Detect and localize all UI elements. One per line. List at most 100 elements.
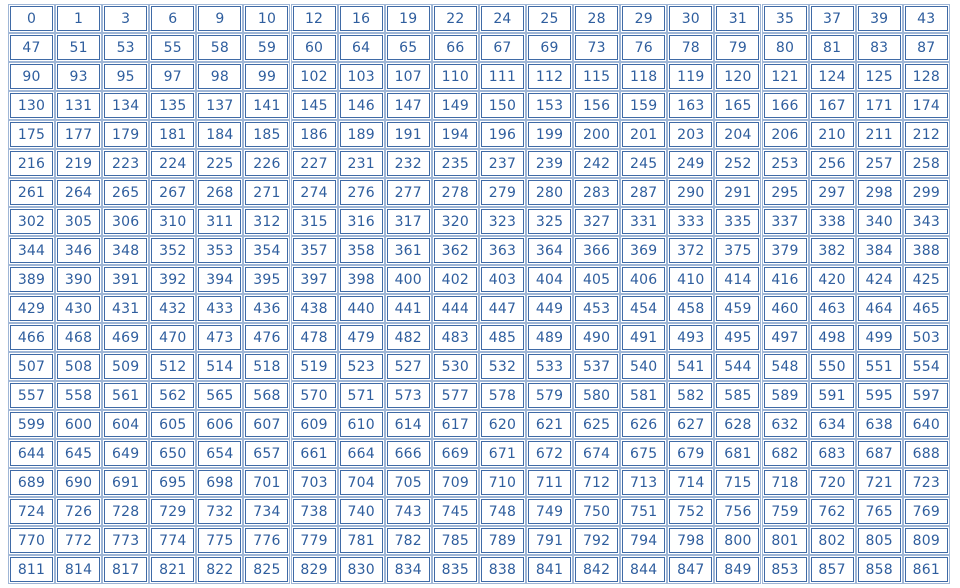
number-cell[interactable]: 9 (196, 4, 244, 33)
number-cell[interactable]: 6 (149, 4, 197, 33)
number-cell[interactable]: 582 (667, 381, 715, 410)
number-cell[interactable]: 841 (526, 555, 574, 584)
number-cell[interactable]: 842 (573, 555, 621, 584)
number-cell[interactable]: 604 (102, 410, 150, 439)
number-cell[interactable]: 718 (761, 468, 809, 497)
number-cell[interactable]: 762 (808, 497, 856, 526)
number-cell[interactable]: 654 (196, 439, 244, 468)
number-cell[interactable]: 782 (384, 526, 432, 555)
number-cell[interactable]: 690 (55, 468, 103, 497)
number-cell[interactable]: 578 (478, 381, 526, 410)
number-cell[interactable]: 441 (384, 294, 432, 323)
number-cell[interactable]: 102 (290, 62, 338, 91)
number-cell[interactable]: 191 (384, 120, 432, 149)
number-cell[interactable]: 311 (196, 207, 244, 236)
number-cell[interactable]: 87 (902, 33, 950, 62)
number-cell[interactable]: 698 (196, 468, 244, 497)
number-cell[interactable]: 597 (902, 381, 950, 410)
number-cell[interactable]: 145 (290, 91, 338, 120)
number-cell[interactable]: 581 (620, 381, 668, 410)
number-cell[interactable]: 107 (384, 62, 432, 91)
number-cell[interactable]: 464 (855, 294, 903, 323)
number-cell[interactable]: 687 (855, 439, 903, 468)
number-cell[interactable]: 212 (902, 120, 950, 149)
number-cell[interactable]: 216 (8, 149, 55, 178)
number-cell[interactable]: 458 (667, 294, 715, 323)
number-cell[interactable]: 424 (855, 265, 903, 294)
number-cell[interactable]: 679 (667, 439, 715, 468)
number-cell[interactable]: 141 (243, 91, 291, 120)
number-cell[interactable]: 460 (761, 294, 809, 323)
number-cell[interactable]: 256 (808, 149, 856, 178)
number-cell[interactable]: 333 (667, 207, 715, 236)
number-cell[interactable]: 98 (196, 62, 244, 91)
number-cell[interactable]: 671 (478, 439, 526, 468)
number-cell[interactable]: 499 (855, 323, 903, 352)
number-cell[interactable]: 440 (337, 294, 385, 323)
number-cell[interactable]: 649 (102, 439, 150, 468)
number-cell[interactable]: 650 (149, 439, 197, 468)
number-cell[interactable]: 382 (808, 236, 856, 265)
number-cell[interactable]: 392 (149, 265, 197, 294)
number-cell[interactable]: 403 (478, 265, 526, 294)
number-cell[interactable]: 765 (855, 497, 903, 526)
number-cell[interactable]: 237 (478, 149, 526, 178)
number-cell[interactable]: 473 (196, 323, 244, 352)
number-cell[interactable]: 276 (337, 178, 385, 207)
number-cell[interactable]: 317 (384, 207, 432, 236)
number-cell[interactable]: 37 (808, 4, 856, 33)
number-cell[interactable]: 310 (149, 207, 197, 236)
number-cell[interactable]: 47 (8, 33, 55, 62)
number-cell[interactable]: 149 (431, 91, 479, 120)
number-cell[interactable]: 112 (526, 62, 574, 91)
number-cell[interactable]: 425 (902, 265, 950, 294)
number-cell[interactable]: 146 (337, 91, 385, 120)
number-cell[interactable]: 110 (431, 62, 479, 91)
number-cell[interactable]: 519 (290, 352, 338, 381)
number-cell[interactable]: 384 (855, 236, 903, 265)
number-cell[interactable]: 548 (761, 352, 809, 381)
number-cell[interactable]: 745 (431, 497, 479, 526)
number-cell[interactable]: 628 (714, 410, 762, 439)
number-cell[interactable]: 181 (149, 120, 197, 149)
number-cell[interactable]: 95 (102, 62, 150, 91)
number-cell[interactable]: 789 (478, 526, 526, 555)
number-cell[interactable]: 478 (290, 323, 338, 352)
number-cell[interactable]: 395 (243, 265, 291, 294)
number-cell[interactable]: 682 (761, 439, 809, 468)
number-cell[interactable]: 729 (149, 497, 197, 526)
number-cell[interactable]: 271 (243, 178, 291, 207)
number-cell[interactable]: 194 (431, 120, 479, 149)
number-cell[interactable]: 278 (431, 178, 479, 207)
number-cell[interactable]: 834 (384, 555, 432, 584)
number-cell[interactable]: 189 (337, 120, 385, 149)
number-cell[interactable]: 491 (620, 323, 668, 352)
number-cell[interactable]: 206 (761, 120, 809, 149)
number-cell[interactable]: 291 (714, 178, 762, 207)
number-cell[interactable]: 507 (8, 352, 55, 381)
number-cell[interactable]: 167 (808, 91, 856, 120)
number-cell[interactable]: 644 (8, 439, 55, 468)
number-cell[interactable]: 119 (667, 62, 715, 91)
number-cell[interactable]: 681 (714, 439, 762, 468)
number-cell[interactable]: 231 (337, 149, 385, 178)
number-cell[interactable]: 835 (431, 555, 479, 584)
number-cell[interactable]: 253 (761, 149, 809, 178)
number-cell[interactable]: 752 (667, 497, 715, 526)
number-cell[interactable]: 10 (243, 4, 291, 33)
number-cell[interactable]: 58 (196, 33, 244, 62)
number-cell[interactable]: 759 (761, 497, 809, 526)
number-cell[interactable]: 125 (855, 62, 903, 91)
number-cell[interactable]: 361 (384, 236, 432, 265)
number-cell[interactable]: 704 (337, 468, 385, 497)
number-cell[interactable]: 39 (855, 4, 903, 33)
number-cell[interactable]: 369 (620, 236, 668, 265)
number-cell[interactable]: 726 (55, 497, 103, 526)
number-cell[interactable]: 118 (620, 62, 668, 91)
number-cell[interactable]: 732 (196, 497, 244, 526)
number-cell[interactable]: 93 (55, 62, 103, 91)
number-cell[interactable]: 78 (667, 33, 715, 62)
number-cell[interactable]: 249 (667, 149, 715, 178)
number-cell[interactable]: 175 (8, 120, 55, 149)
number-cell[interactable]: 287 (620, 178, 668, 207)
